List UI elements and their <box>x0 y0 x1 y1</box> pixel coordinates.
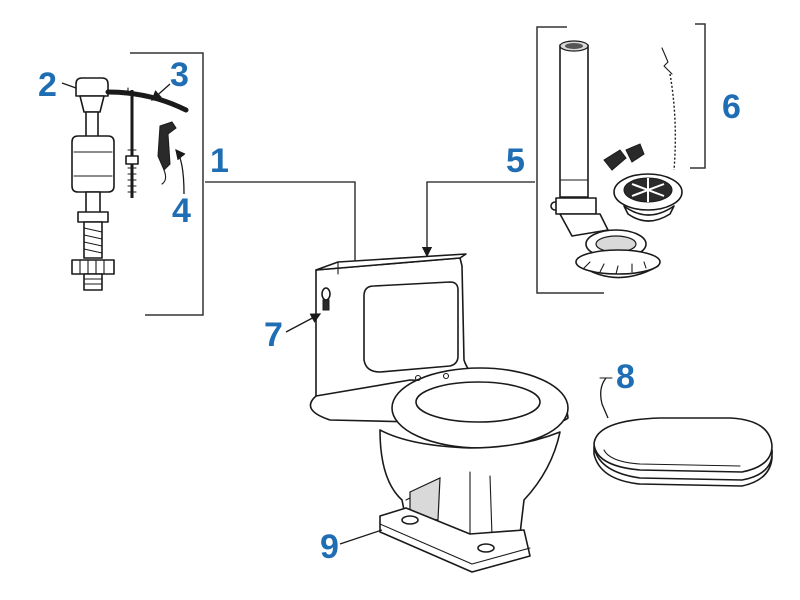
flapper <box>603 47 683 222</box>
callout-1: 1 <box>210 142 229 180</box>
callout-3: 3 <box>170 56 189 94</box>
flush-valve-body <box>559 213 661 279</box>
leader-7 <box>285 313 322 333</box>
fill-valve <box>71 77 115 291</box>
leader-1 <box>205 181 361 272</box>
leader-8 <box>600 377 609 419</box>
callout-4: 4 <box>172 192 191 230</box>
bracket-group-5 <box>536 26 604 294</box>
refill-tube <box>105 87 189 198</box>
leader-5 <box>421 181 535 258</box>
leader-4 <box>175 148 186 195</box>
trip-lever <box>321 287 331 311</box>
toilet-base <box>379 507 531 573</box>
callout-2: 2 <box>38 66 57 104</box>
refill-clip <box>157 121 177 185</box>
callout-6: 6 <box>722 88 741 126</box>
leader-3 <box>151 83 171 101</box>
callout-5: 5 <box>506 142 525 180</box>
bracket-group-6 <box>690 23 706 169</box>
leader-9 <box>339 529 383 545</box>
one-piece-toilet <box>285 253 569 573</box>
callout-9: 9 <box>320 528 339 566</box>
callout-8: 8 <box>616 358 635 396</box>
callout-7: 7 <box>264 316 283 354</box>
flush-valve-group <box>421 23 706 294</box>
overflow-tube <box>550 40 597 215</box>
toilet-seat-lid <box>593 377 773 487</box>
bracket-group-1 <box>130 52 204 316</box>
fill-valve-group <box>61 52 361 316</box>
leader-2 <box>61 82 77 89</box>
